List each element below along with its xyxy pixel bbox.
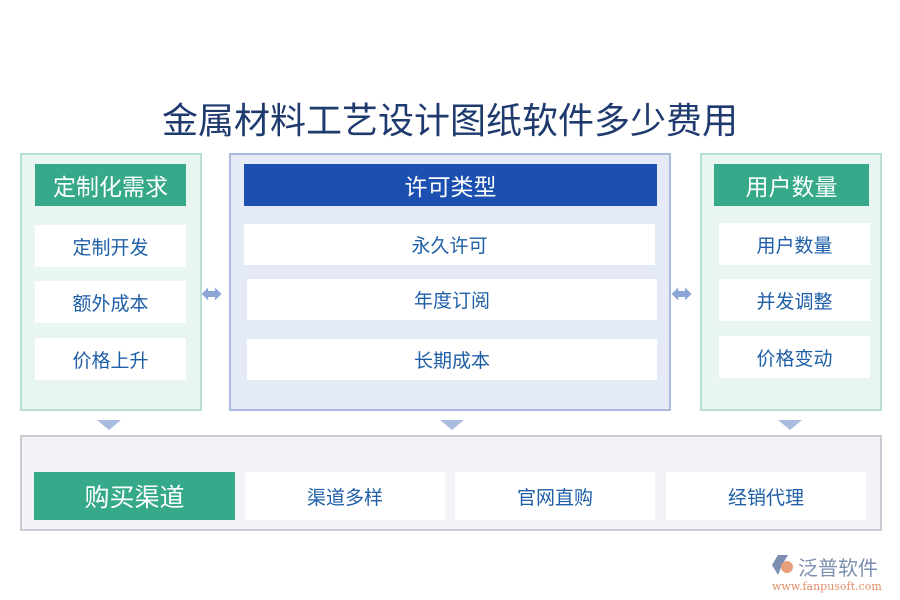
item: 额外成本 xyxy=(35,281,186,323)
item: 用户数量 xyxy=(719,223,870,265)
item: 渠道多样 xyxy=(245,472,445,520)
header-purchase-channels: 购买渠道 xyxy=(34,472,235,520)
down-arrow-icon xyxy=(440,420,464,430)
page-title: 金属材料工艺设计图纸软件多少费用 xyxy=(161,101,738,142)
item: 官网直购 xyxy=(455,472,655,520)
item: 长期成本 xyxy=(247,339,657,380)
logo-url: www.fanpusoft.com xyxy=(772,580,882,593)
down-arrow-icon xyxy=(778,420,802,430)
item: 并发调整 xyxy=(719,279,870,321)
logo-icon xyxy=(770,553,796,577)
item: 经销代理 xyxy=(666,472,866,520)
logo-name: 泛普软件 xyxy=(798,556,878,580)
item: 永久许可 xyxy=(244,224,655,265)
down-arrow-icon xyxy=(97,420,121,430)
double-arrow-icon: ⬌ xyxy=(671,279,693,309)
header-license-type: 许可类型 xyxy=(244,164,657,206)
item: 价格变动 xyxy=(719,336,870,378)
double-arrow-icon: ⬌ xyxy=(201,279,223,309)
header-user-count: 用户数量 xyxy=(714,164,869,206)
item: 定制开发 xyxy=(35,225,186,267)
item: 年度订阅 xyxy=(247,279,657,320)
item: 价格上升 xyxy=(35,338,186,380)
header-custom-needs: 定制化需求 xyxy=(35,164,186,206)
